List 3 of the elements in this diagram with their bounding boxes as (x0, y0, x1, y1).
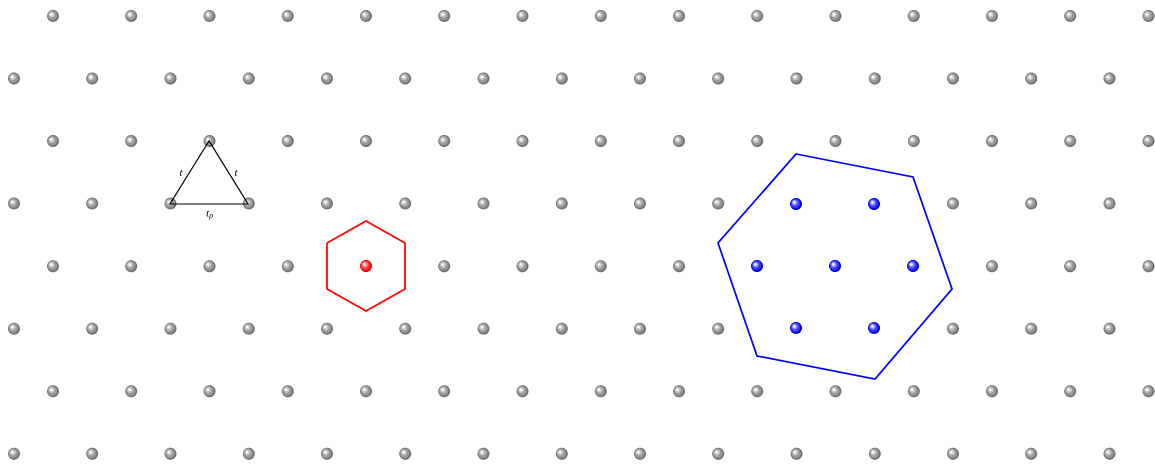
bond-label: t$_{p}$ (206, 210, 213, 220)
bond-label: t (180, 169, 183, 177)
bond-label: t (235, 169, 238, 177)
